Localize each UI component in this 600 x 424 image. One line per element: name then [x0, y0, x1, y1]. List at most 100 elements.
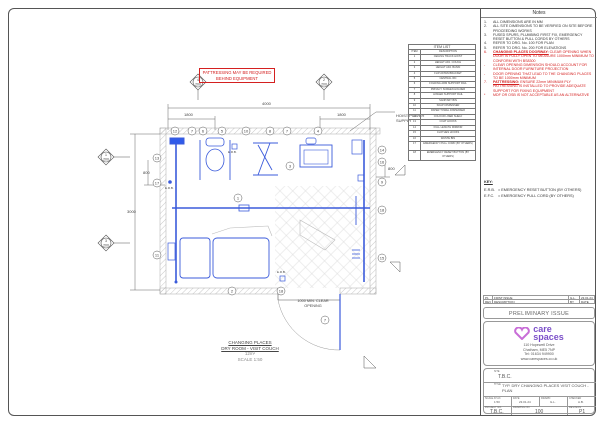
- revision-table: P1 FIRST ISSUE G.L. 23.01.24 REV DESCRIP…: [483, 295, 595, 304]
- item-description: COAT HOOKS: [439, 120, 457, 124]
- svg-text:3: 3: [105, 239, 107, 243]
- revision-value: P1: [579, 409, 586, 415]
- dim-left-upper: 800: [143, 170, 150, 175]
- company-name-line1: care: [533, 324, 552, 334]
- plan-title-line2: DRY ROOM - VISIT COUCH: [221, 345, 279, 351]
- note-item: *MDF OR OSB IS NOT ACCEPTABLE AS AN ALTE…: [484, 93, 594, 97]
- rev-by: G.L.: [569, 296, 580, 300]
- item-number: 11: [409, 109, 421, 114]
- item-number: 4: [409, 71, 421, 77]
- item-number: 10: [409, 104, 421, 109]
- site-label: SITE: [494, 370, 500, 373]
- table-row: 1 CEILING TRACK HOIST: [408, 55, 476, 61]
- note-text: DOOR OPENING THAT LEAD TO THE CHANGING P…: [493, 71, 592, 80]
- project-label: PROJECT NO.: [485, 406, 502, 409]
- table-row: 4 FLIP-DOWN BRACKET: [408, 71, 476, 78]
- item-description: HINGED SUPPORT RAIL: [433, 93, 463, 97]
- heart-icon: [514, 326, 531, 340]
- item-list-header: ITEM DESCRIPTION: [408, 50, 476, 56]
- scale-label: SCALE AT A3: [485, 397, 501, 400]
- drawing-no-value: 100: [535, 409, 544, 415]
- rev-header: REV: [485, 300, 493, 304]
- item-number: 16: [409, 136, 421, 141]
- revision-label: REVISION: [569, 406, 581, 409]
- item-description: HEIGHT ADJ. BASIN: [435, 66, 461, 70]
- svg-text:10: 10: [244, 129, 249, 134]
- note-number: -: [484, 71, 486, 76]
- svg-text:200: 200: [103, 244, 109, 248]
- checked-label: CHECKED: [569, 397, 582, 400]
- svg-text:18: 18: [380, 208, 385, 213]
- svg-text:8: 8: [269, 129, 272, 134]
- note-item: -CLEAR OPENING DIMENSION SHOULD ACCOUNT …: [484, 63, 594, 72]
- key-row: E.R.B.= EMERGENCY RESET BUTTON (BY OTHER…: [484, 188, 594, 193]
- svg-text:16: 16: [380, 160, 385, 165]
- plan-scale: SCALE 1:50: [237, 356, 263, 362]
- key-abbr: E.R.B.: [484, 187, 495, 192]
- by-header: BY: [569, 300, 580, 304]
- svg-text:6: 6: [202, 129, 205, 134]
- svg-text:200: 200: [103, 158, 109, 162]
- item-number: 15: [409, 131, 421, 136]
- svg-text:7: 7: [286, 129, 289, 134]
- company-logo: care spaces: [484, 324, 594, 342]
- dim-overall-width: 4000: [262, 101, 271, 106]
- door-clear-opening-label: 1000 MIN. CLEAR OPENING: [297, 299, 329, 308]
- item-description: EMERGENCY PULL CORD (BY OTHERS): [423, 141, 473, 145]
- item-number: 1: [409, 55, 421, 60]
- svg-text:7: 7: [324, 318, 327, 323]
- note-text: REFER TO DRG. No. 100 FOR PLAN: [493, 41, 554, 46]
- svg-text:17: 17: [155, 181, 160, 186]
- title-label: TITLE: [494, 383, 501, 386]
- svg-text:18: 18: [279, 289, 284, 294]
- dim-right-segment: 1800: [337, 112, 346, 117]
- key-title: KEY:: [484, 180, 493, 184]
- item-description: SOAP DISPENSER: [436, 104, 460, 108]
- item-number: 2: [409, 60, 421, 66]
- item-description: CEILING TRACK HOIST: [433, 55, 463, 59]
- svg-text:200: 200: [321, 83, 327, 87]
- item-description: SANITARY BIN: [439, 98, 457, 102]
- drawn-label: DRAWN: [541, 397, 551, 400]
- dim-left-segment: 1800: [184, 112, 193, 117]
- notes-list: 1.ALL DIMENSIONS ARE IN MM 2.ALL SITE DI…: [484, 20, 594, 97]
- item-number: 14: [409, 125, 421, 131]
- note-heading: PATTRESSING:: [493, 80, 520, 85]
- item-description: FLIP-DOWN BRACKET: [434, 71, 462, 75]
- svg-text:12: 12: [173, 129, 178, 134]
- note-text: ALL DIMENSIONS ARE IN MM: [493, 20, 543, 24]
- item-number: 6: [409, 82, 421, 87]
- item-number: 17: [409, 141, 421, 150]
- drawing-title: TYP. DRY CHANGING PLACES VISIT COUCH - P…: [502, 383, 589, 393]
- note-number: 1.: [484, 20, 487, 24]
- notes-title: Notes: [481, 8, 597, 18]
- note-item: 3.FUSED SPURS, PLUMBING FIRST FIX, EMERG…: [484, 33, 594, 42]
- desc-header: DESCRIPTION: [493, 300, 569, 304]
- item-description: FULL LENGTH MIRROR: [433, 125, 463, 129]
- svg-text:2: 2: [231, 289, 234, 294]
- drawing-no-label: DRAWING NO.: [513, 406, 531, 409]
- svg-text:7: 7: [191, 129, 194, 134]
- plan-title: CHANGING PLACES DRY ROOM - VISIT COUCH 1…: [210, 340, 290, 362]
- company-address: 110 Hopewell Drive Chatham, ME5 7NP Tel:…: [484, 343, 594, 361]
- note-number: *: [484, 93, 486, 98]
- date-label: DATE: [513, 397, 520, 400]
- floor-plan: 12 7 6 5 10 8 7 4 3 1 13 17 11 14 16 9 1…: [97, 73, 406, 369]
- svg-text:2: 2: [323, 78, 325, 82]
- item-number: 12: [409, 114, 421, 120]
- note-number: 6.: [484, 50, 487, 55]
- drawing-title-block: SITE T.B.C. TITLE TYP. DRY CHANGING PLAC…: [483, 368, 596, 415]
- company-name-line2: spaces: [533, 332, 564, 342]
- item-description: COLOUR LINED SHELF: [433, 114, 463, 118]
- project-value: T.B.C.: [490, 409, 504, 415]
- dim-overall-depth: 3000: [127, 209, 136, 214]
